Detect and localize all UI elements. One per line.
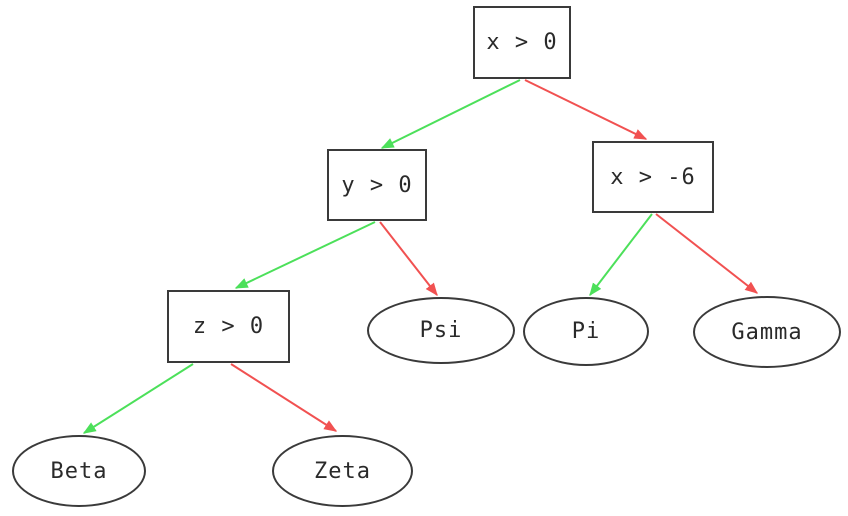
node-z-gt-0: z > 0	[167, 290, 290, 363]
node-label: x > 0	[486, 30, 558, 55]
edge-x-gt-neg6-to-gamma	[655, 213, 759, 294]
edge-y-gt-0-to-z-gt-0	[234, 221, 376, 289]
edge-z-gt-0-to-beta	[82, 363, 194, 434]
node-label: x > -6	[610, 164, 696, 190]
node-zeta: Zeta	[272, 435, 413, 507]
node-x-gt-0: x > 0	[473, 6, 571, 79]
node-beta: Beta	[12, 435, 146, 507]
node-y-gt-0: y > 0	[327, 149, 427, 221]
node-label: y > 0	[341, 172, 413, 198]
node-label: Psi	[419, 318, 463, 343]
node-label: z > 0	[192, 314, 265, 339]
node-psi: Psi	[367, 297, 515, 364]
edge-z-gt-0-to-zeta	[230, 363, 338, 432]
edge-y-gt-0-to-psi	[379, 221, 438, 297]
edge-x-gt-neg6-to-pi	[589, 213, 653, 297]
node-label: Beta	[50, 458, 108, 484]
node-pi: Pi	[523, 297, 649, 366]
node-x-gt-neg6: x > -6	[592, 141, 714, 213]
edge-root-to-x-gt-neg6	[524, 79, 648, 140]
node-label: Pi	[571, 319, 601, 344]
node-label: Zeta	[314, 458, 371, 484]
edge-root-to-y-gt-0	[380, 79, 521, 149]
node-gamma: Gamma	[693, 296, 841, 368]
node-label: Gamma	[731, 319, 803, 345]
